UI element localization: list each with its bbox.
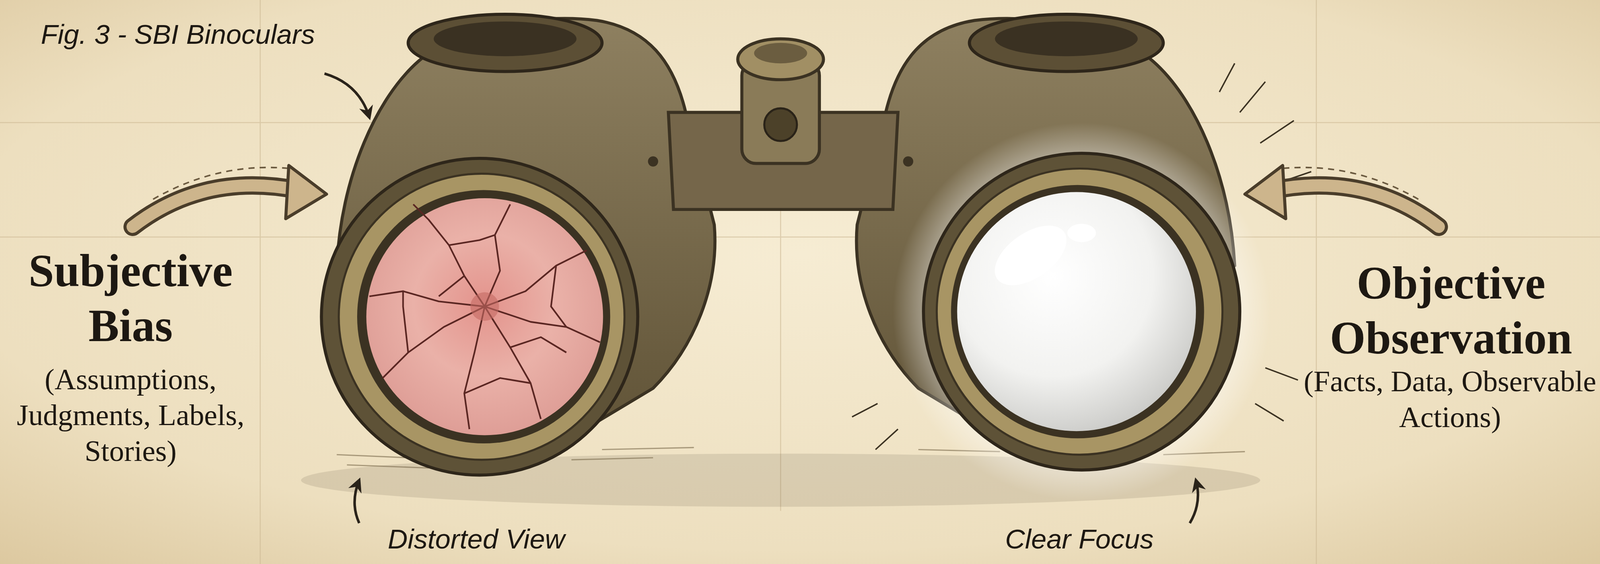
annotation-label: Distorted View xyxy=(387,522,565,556)
crack xyxy=(464,306,485,429)
ray xyxy=(1265,367,1298,380)
cracked-lens xyxy=(366,198,603,436)
right-lens-brass xyxy=(936,168,1223,455)
focus-knob-top xyxy=(754,42,807,64)
hatch-line xyxy=(336,454,409,458)
left-lens-ring xyxy=(321,158,638,475)
ray xyxy=(851,403,878,417)
curved-arrow-shaft xyxy=(1273,185,1439,227)
left-lens-rim xyxy=(357,189,611,444)
crack xyxy=(449,234,495,245)
left-lens-brass xyxy=(338,173,625,460)
rivet xyxy=(903,156,914,167)
pointer-arrow xyxy=(354,479,360,523)
ray xyxy=(1255,403,1284,421)
guide-line xyxy=(1315,0,1317,564)
ray xyxy=(1219,63,1235,92)
left-eyepiece xyxy=(408,14,602,72)
crack xyxy=(550,265,566,327)
right-eyepiece xyxy=(969,14,1163,72)
crack xyxy=(510,336,567,353)
description-label: (Assumptions, Judgments, Labels, Stories… xyxy=(3,361,259,469)
hatch-line xyxy=(602,447,695,450)
lens-cracks xyxy=(369,204,601,429)
heading-label: Objective Observation xyxy=(1306,255,1597,366)
guide-line xyxy=(259,0,261,564)
annotation-label: Clear Focus xyxy=(1005,522,1154,556)
rivet xyxy=(647,156,659,167)
crack xyxy=(369,291,485,307)
figure-caption: Fig. 3 - SBI Binoculars xyxy=(40,18,315,51)
clear-lens xyxy=(957,192,1196,432)
curved-arrow-head xyxy=(1244,165,1286,219)
hatch-line xyxy=(346,464,429,468)
ray xyxy=(1239,81,1266,113)
crack xyxy=(484,306,541,419)
left-barrel xyxy=(336,18,716,450)
crack xyxy=(413,204,485,307)
right-lens-ring xyxy=(923,153,1240,470)
crack xyxy=(484,204,511,307)
left-eyepiece-cup xyxy=(433,21,577,57)
ray xyxy=(875,428,898,450)
ray xyxy=(1260,120,1295,143)
right-lens-rim xyxy=(950,184,1204,439)
hinge-pin xyxy=(764,108,798,141)
crack xyxy=(402,291,409,353)
lens-highlight xyxy=(1067,223,1097,242)
lens-highlight xyxy=(984,213,1078,298)
glow-rays xyxy=(851,63,1312,450)
pointer-arrow xyxy=(324,73,370,118)
crack xyxy=(484,250,588,307)
lens-glow xyxy=(892,122,1271,501)
heading-label: Subjective Bias xyxy=(0,243,262,354)
curved-arrow-shaft xyxy=(132,185,299,227)
curved-arrow-shaft xyxy=(1273,185,1439,227)
crack xyxy=(464,377,531,394)
curved-arrow-head xyxy=(285,165,327,219)
guide-line xyxy=(0,236,1600,238)
pointer-arrow xyxy=(1189,479,1199,523)
right-eyepiece-cup xyxy=(995,21,1138,57)
focus-knob xyxy=(737,38,824,80)
crack xyxy=(382,306,485,378)
crack xyxy=(438,275,465,296)
hatch-line xyxy=(571,457,654,460)
curved-arrow-shaft xyxy=(132,185,299,227)
impact-point xyxy=(470,291,500,321)
description-label: (Facts, Data, Observable Actions) xyxy=(1298,363,1600,436)
crack xyxy=(484,306,601,343)
